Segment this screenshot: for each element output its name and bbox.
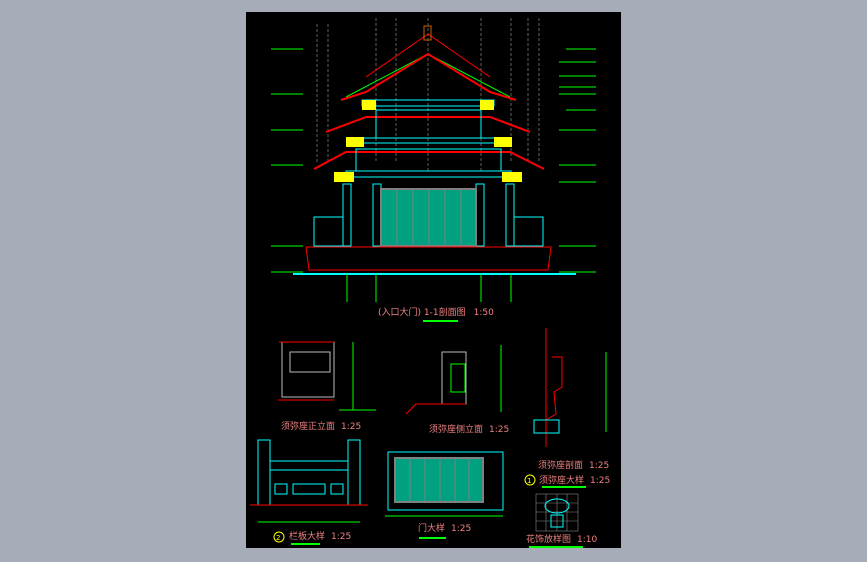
- detail-scale-ornament: 1:10: [577, 535, 597, 545]
- pavilion-elevation: [293, 25, 576, 302]
- main-section-title: (入口大门) 1-1剖面图: [378, 306, 466, 318]
- detail-scale-front: 1:25: [341, 422, 361, 432]
- ornament-layout: [535, 493, 579, 532]
- detail-scale-section: 1:25: [589, 461, 609, 471]
- detail-scale-side: 1:25: [489, 425, 509, 435]
- detail-title-section: 须弥座剖面: [538, 459, 583, 471]
- elevation-marks: [271, 48, 596, 273]
- detail-scale-balustrade: 1:25: [331, 532, 351, 542]
- detail-caption-ornament: 花饰放样图 1:10: [526, 533, 598, 545]
- door-detail: [385, 451, 504, 517]
- main-section-caption: (入口大门) 1-1剖面图 1:50: [378, 306, 494, 318]
- plinth-section: [533, 328, 607, 447]
- detail-marker-2: 2: [276, 534, 280, 542]
- detail-title-front: 须弥座正立面: [281, 420, 335, 432]
- detail-title-ornament: 花饰放样图: [526, 533, 571, 545]
- detail-caption-front: 须弥座正立面 1:25: [281, 420, 361, 432]
- detail-caption-section: 须弥座剖面 1:25: [538, 459, 609, 471]
- main-section-scale: 1:50: [474, 308, 494, 318]
- detail-scale-plinth-detail: 1:25: [590, 476, 610, 486]
- plinth-side-elevation: [405, 345, 502, 415]
- balustrade-detail: [250, 439, 368, 523]
- detail-scale-door: 1:25: [451, 524, 471, 534]
- detail-title-side: 须弥座侧立面: [429, 423, 483, 435]
- detail-caption-side: 须弥座侧立面 1:25: [429, 423, 509, 435]
- detail-title-door: 门大样: [418, 522, 445, 534]
- detail-caption-balustrade: 栏板大样 1:25: [289, 530, 351, 542]
- detail-caption-plinth-detail: 须弥座大样 1:25: [539, 474, 610, 486]
- detail-marker-1: 1: [527, 477, 531, 485]
- plinth-front-elevation: [278, 341, 376, 411]
- detail-title-balustrade: 栏板大样: [289, 530, 325, 542]
- detail-caption-door: 门大样 1:25: [418, 522, 471, 534]
- detail-title-plinth-detail: 须弥座大样: [539, 474, 584, 486]
